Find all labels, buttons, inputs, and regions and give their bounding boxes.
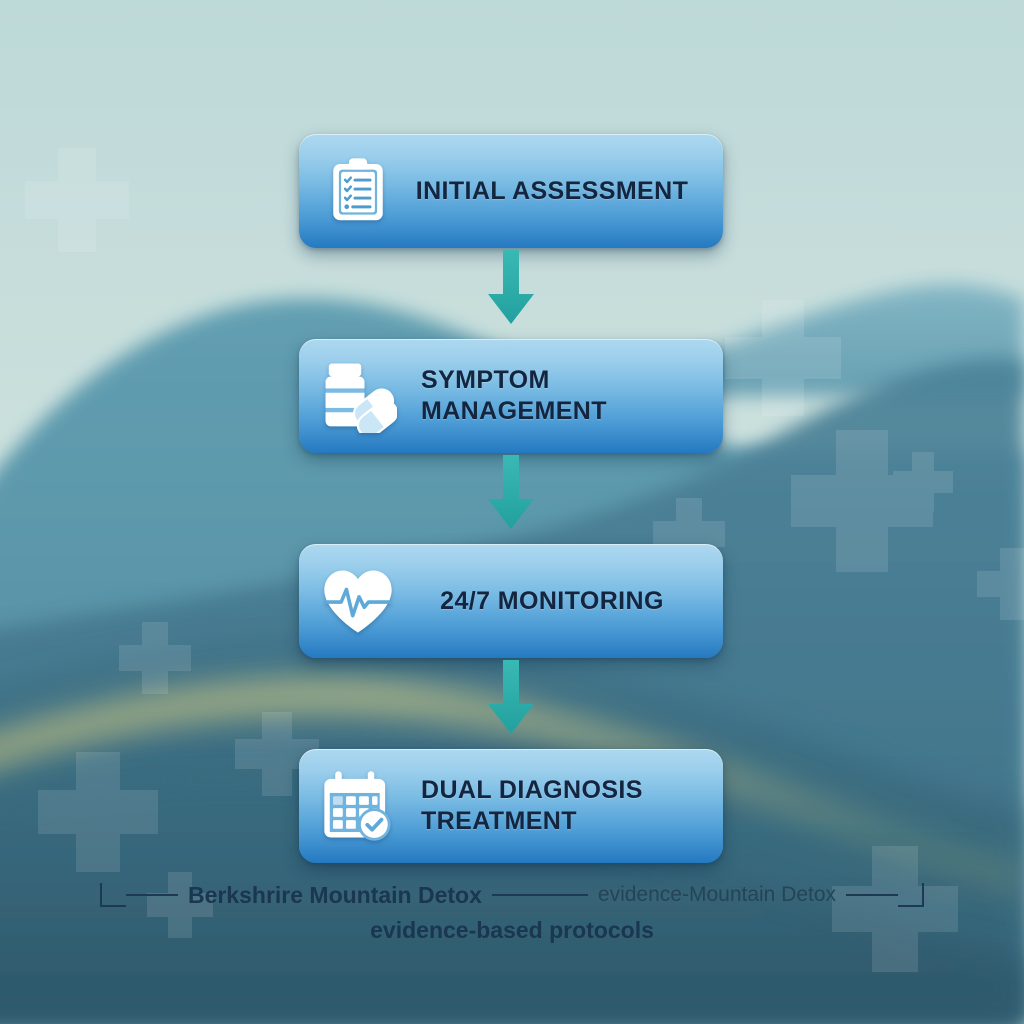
flow-step-24-7-monitoring[interactable]: 24/7 MONITORING	[299, 544, 723, 658]
flow-step-label: SYMPTOM MANAGEMENT	[421, 366, 607, 425]
flow-step-symptom-management[interactable]: SYMPTOM MANAGEMENT	[299, 339, 723, 453]
bracket-right-icon	[898, 883, 925, 907]
caption-block: Berkshrire Mountain Detox evidence-Mount…	[0, 878, 1024, 944]
cross-icon	[977, 548, 1024, 620]
arrow-down-icon	[481, 455, 541, 533]
cross-icon	[38, 752, 158, 872]
pill-bottle-icon	[299, 359, 403, 433]
cross-icon	[893, 452, 953, 512]
cross-icon	[25, 148, 129, 252]
caption-line-2: evidence-based protocols	[370, 917, 654, 943]
flow-step-label: 24/7 MONITORING	[440, 586, 664, 615]
caption-primary-text: Berkshrire Mountain Detox	[187, 881, 482, 908]
flow-step-initial-assessment[interactable]: INITIAL ASSESSMENT	[299, 134, 723, 248]
caption-secondary-text: evidence-Mountain Detox	[597, 883, 837, 906]
caption-line-1: Berkshrire Mountain Detox evidence-Mount…	[0, 878, 1024, 912]
caption-rule	[491, 894, 588, 896]
cross-icon	[147, 872, 213, 938]
cross-icon	[832, 846, 958, 972]
heart-pulse-icon	[299, 565, 403, 637]
cross-icon	[119, 622, 191, 694]
clipboard-checklist-icon	[299, 155, 403, 227]
flow-step-dual-diagnosis-treatment[interactable]: DUAL DIAGNOSIS TREATMENT	[299, 749, 723, 863]
bracket-left-icon	[99, 883, 126, 907]
calendar-check-icon	[299, 769, 403, 843]
caption-rule	[125, 894, 178, 896]
caption-rule	[846, 894, 899, 896]
cross-icon	[725, 300, 841, 416]
arrow-down-icon	[481, 660, 541, 738]
cross-icon	[791, 430, 933, 572]
flow-step-label: INITIAL ASSESSMENT	[415, 176, 689, 205]
flow-step-label: DUAL DIAGNOSIS TREATMENT	[421, 776, 643, 835]
arrow-down-icon	[481, 250, 541, 328]
